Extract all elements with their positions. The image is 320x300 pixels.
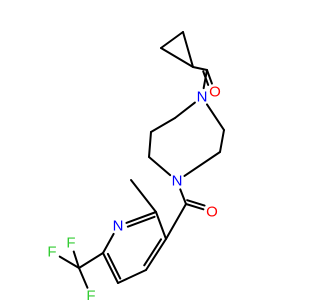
diazepane-bond <box>205 103 225 131</box>
pyridine-bond <box>125 211 157 224</box>
carbonyl-double-bond-inner <box>186 199 206 207</box>
cyclopropyl-bond <box>182 31 194 68</box>
atom-label-fluorine: F <box>86 288 95 300</box>
bond-cyclopropyl-carbonyl <box>192 66 208 71</box>
pyridine-double-bond-inner <box>126 215 156 228</box>
pyridine-bond <box>102 252 119 284</box>
amide-bond-top <box>202 69 208 90</box>
methyl-bond <box>130 179 157 213</box>
bond-pyridine-cf3 <box>78 252 104 269</box>
diazepane-bond <box>148 156 172 177</box>
atom-label-fluorine: F <box>66 235 75 252</box>
atom-label-oxygen: O <box>206 204 218 221</box>
cf-bond <box>78 267 89 289</box>
atom-label-nitrogen: N <box>172 173 183 190</box>
diazepane-bond <box>183 151 221 177</box>
pyridine-bond <box>102 232 115 254</box>
diazepane-bond <box>150 117 176 133</box>
cf-bond <box>58 255 80 269</box>
cyclopropyl-bond <box>160 31 184 49</box>
atom-label-nitrogen: N <box>197 89 208 106</box>
diazepane-bond <box>174 101 196 119</box>
atom-label-oxygen: O <box>209 84 221 101</box>
diazepane-bond <box>219 129 225 153</box>
pyridine-double-bond-inner <box>106 252 122 280</box>
amide-bond-bottom <box>179 188 187 205</box>
pyridine-double-bond-inner <box>143 238 163 267</box>
carbonyl-double-bond <box>185 203 205 211</box>
pyridine-bond <box>145 238 167 271</box>
carbonyl-double-bond <box>206 69 213 85</box>
bond-layer <box>58 31 225 289</box>
atom-label-nitrogen: N <box>113 218 124 235</box>
cyclopropyl-bond <box>160 47 194 68</box>
pyridine-bond <box>117 269 147 284</box>
atom-label-fluorine: F <box>47 244 56 261</box>
diazepane-bond <box>148 131 152 158</box>
cf-bond <box>72 250 80 269</box>
pyridine-bond <box>155 211 167 240</box>
bond-carbonyl-pyridine <box>165 203 187 240</box>
